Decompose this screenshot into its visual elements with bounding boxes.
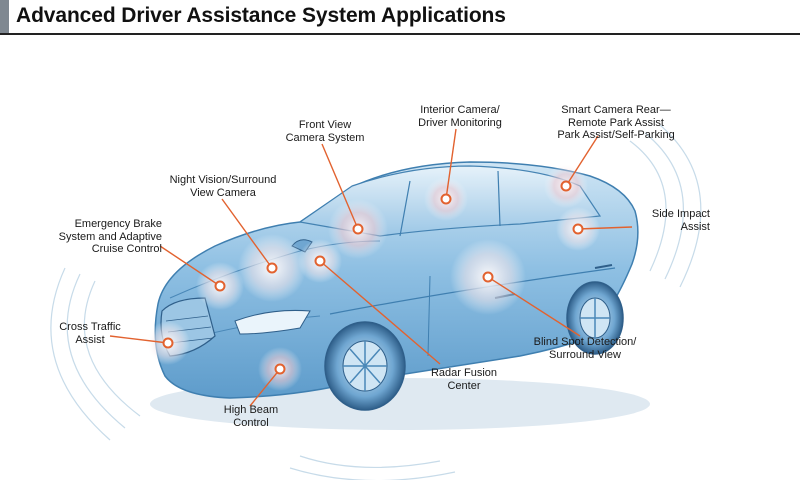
label-emergency-brake: Emergency Brake System and Adaptive Crui… <box>58 218 162 255</box>
title-bar: Advanced Driver Assistance System Applic… <box>0 0 800 36</box>
label-cross-traffic: Cross Traffic Assist <box>59 321 121 346</box>
label-side-impact: Side Impact Assist <box>651 208 710 233</box>
car-illustration <box>50 124 702 482</box>
callout-line-cross-traffic <box>109 335 169 344</box>
callout-line-night-vision <box>221 198 273 269</box>
marker-front-view <box>352 223 364 235</box>
marker-high-beam <box>274 363 286 375</box>
callout-markers <box>162 180 584 375</box>
callout-line-emergency-brake <box>159 245 221 287</box>
marker-interior-camera <box>440 193 452 205</box>
adas-diagram: Front View Camera System Interior Camera… <box>0 36 800 482</box>
callout-line-radar-fusion <box>319 260 441 365</box>
callout-line-interior-camera <box>445 128 457 200</box>
label-front-view: Front View Camera System <box>285 119 365 144</box>
callout-line-high-beam <box>249 368 281 407</box>
marker-blind-spot <box>482 271 494 283</box>
label-smart-camera: Smart Camera Rear— Remote Park Assist Pa… <box>557 104 675 141</box>
callout-line-smart-camera <box>565 135 599 187</box>
marker-side-impact <box>572 223 584 235</box>
marker-emergency-brake <box>214 280 226 292</box>
rear-wheel <box>566 281 624 355</box>
label-high-beam: High Beam Control <box>223 404 279 429</box>
front-wheel <box>324 321 406 411</box>
marker-smart-camera <box>560 180 572 192</box>
title-accent-bar <box>0 0 9 33</box>
label-interior-camera: Interior Camera/ Driver Monitoring <box>418 104 502 129</box>
label-blind-spot: Blind Spot Detection/ Surround View <box>533 336 637 361</box>
label-radar-fusion: Radar Fusion Center <box>430 367 498 392</box>
page-title: Advanced Driver Assistance System Applic… <box>16 4 506 27</box>
callout-line-blind-spot <box>487 276 581 337</box>
marker-radar-fusion <box>314 255 326 267</box>
callouts <box>109 128 633 407</box>
marker-cross-traffic <box>162 337 174 349</box>
marker-night-vision <box>266 262 278 274</box>
label-night-vision: Night Vision/Surround View Camera <box>169 174 277 199</box>
car-body <box>154 161 639 399</box>
sensor-wave-arcs <box>50 124 702 482</box>
title-divider <box>0 33 800 35</box>
callout-line-side-impact <box>577 226 633 230</box>
callout-line-front-view <box>321 143 359 230</box>
